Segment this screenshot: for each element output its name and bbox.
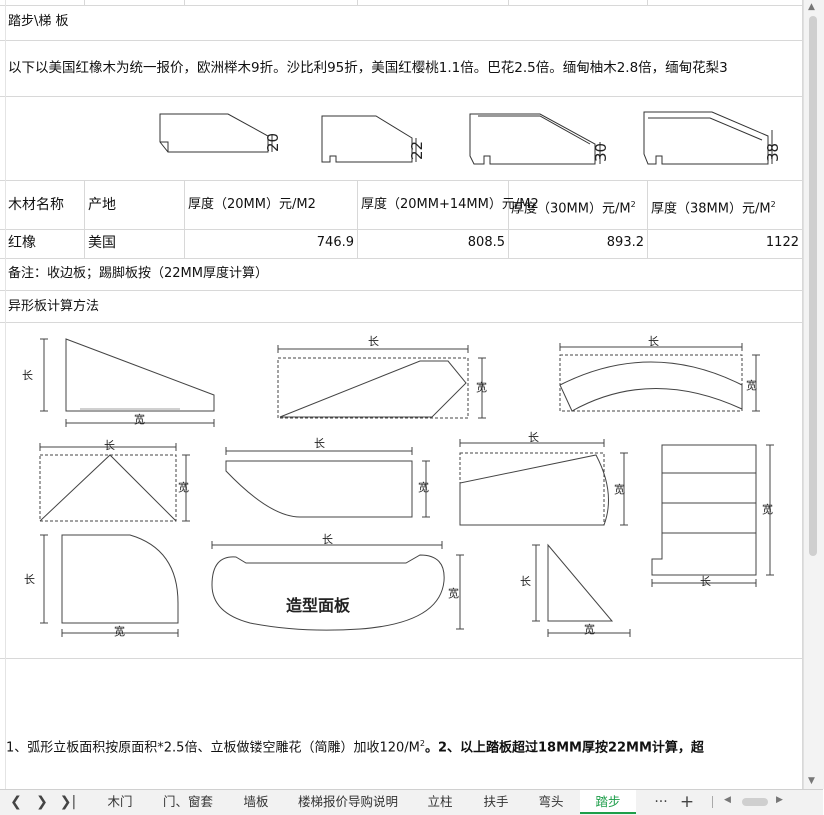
dim-width-9: 宽	[448, 586, 459, 600]
tab-elbow[interactable]: 弯头	[538, 794, 564, 809]
dim-length-8: 长	[24, 573, 35, 586]
dim-width-7: 宽	[762, 502, 773, 516]
dim-length-7: 长	[700, 575, 711, 588]
scrollbar-thumb[interactable]	[809, 16, 817, 556]
profile-size-22: 22	[408, 141, 426, 160]
first-sheet-icon[interactable]: ❮	[10, 794, 22, 810]
dim-length-1: 长	[22, 369, 33, 382]
dim-length-5: 长	[314, 437, 325, 450]
profile-size-20: 20	[264, 133, 282, 152]
h-scrollbar-thumb[interactable]	[742, 798, 768, 806]
last-sheet-icon[interactable]: ❯|	[59, 794, 77, 810]
dim-width-5: 宽	[418, 480, 429, 494]
profile-size-38: 38	[764, 143, 782, 162]
dim-width-3: 宽	[746, 378, 757, 392]
next-sheet-icon[interactable]: ❯	[36, 794, 48, 810]
header-thickness-20[interactable]: 厚度（20MM）元/M2	[188, 197, 316, 212]
dim-length-2: 长	[368, 335, 379, 348]
more-tabs-icon[interactable]: ···	[654, 794, 668, 810]
dim-length-3: 长	[648, 335, 659, 348]
board-profiles-drawing: 20 22 30 38	[159, 111, 782, 165]
dim-width-4: 宽	[178, 480, 189, 494]
shaped-panel-label: 造型面板	[286, 596, 351, 615]
sheet-title[interactable]: 踏步\梯 板	[8, 14, 69, 29]
scroll-right-icon[interactable]: ▶	[776, 795, 783, 805]
tab-door-window-frame[interactable]: 门、窗套	[162, 794, 213, 809]
cell-price-20-14[interactable]: 808.5	[467, 235, 505, 250]
cell-price-30[interactable]: 893.2	[606, 235, 644, 250]
dim-width-10: 宽	[584, 622, 595, 636]
dim-length-6: 长	[528, 431, 539, 444]
header-thickness-20-14[interactable]: 厚度（20MM+14MM）元/M2	[361, 197, 539, 212]
tab-wall-panel[interactable]: 墙板	[243, 794, 269, 809]
tabbar-divider	[712, 796, 713, 808]
cell-price-20[interactable]: 746.9	[316, 235, 354, 250]
profile-size-30: 30	[592, 143, 610, 162]
cell-origin[interactable]: 美国	[88, 235, 116, 251]
irregular-shapes-drawing: 长 宽 长 宽 长 宽 长 宽 长 宽 长 宽 长 宽 长 宽 长 宽 长 宽 …	[22, 335, 774, 638]
header-thickness-30[interactable]: 厚度（30MM）元/M2	[511, 200, 636, 217]
dim-length-10: 长	[520, 575, 531, 588]
pricing-note[interactable]: 以下以美国红橡木为统一报价，欧洲榉木9折。沙比利95折，美国红樱桃1.1倍。巴花…	[8, 60, 728, 76]
dim-length-4: 长	[104, 439, 115, 452]
cell-price-38[interactable]: 1122	[765, 235, 799, 250]
dim-width-8: 宽	[114, 624, 125, 638]
dim-length-9: 长	[322, 533, 333, 546]
header-origin[interactable]: 产地	[88, 197, 116, 213]
scroll-down-icon[interactable]: ▼	[808, 776, 815, 786]
header-thickness-38[interactable]: 厚度（38MM）元/M2	[651, 200, 776, 217]
footer-note[interactable]: 1、弧形立板面积按原面积*2.5倍、立板做镂空雕花（简雕）加收120/M2。2、…	[6, 739, 704, 756]
tab-post[interactable]: 立柱	[427, 794, 453, 809]
spreadsheet-grid[interactable]: 踏步\梯 板 以下以美国红橡木为统一报价，欧洲榉木9折。沙比利95折，美国红樱桃…	[0, 0, 803, 789]
tab-stair-guide[interactable]: 楼梯报价导购说明	[297, 794, 398, 809]
scroll-up-icon[interactable]: ▲	[808, 2, 815, 12]
sheet-tab-bar: ❮ ❯ ❯| 木门 门、窗套 墙板 楼梯报价导购说明 立柱 扶手 弯头 踏步 ·…	[0, 789, 823, 815]
add-sheet-icon[interactable]: +	[679, 792, 695, 812]
irregular-title[interactable]: 异形板计算方法	[8, 299, 100, 314]
horizontal-scrollbar[interactable]: ◀ ▶	[724, 795, 790, 809]
remark-cell[interactable]: 备注：收边板；踢脚板按（22MM厚度计算）	[8, 266, 268, 281]
tab-stair-tread[interactable]: 踏步	[580, 790, 636, 814]
dim-width-2: 宽	[476, 380, 487, 394]
tab-wood-door[interactable]: 木门	[107, 794, 133, 809]
vertical-scrollbar[interactable]: ▲ ▼	[803, 0, 824, 789]
header-material[interactable]: 木材名称	[8, 197, 64, 213]
dim-width-1: 宽	[134, 412, 145, 426]
cell-material[interactable]: 红橡	[8, 235, 36, 251]
scroll-left-icon[interactable]: ◀	[724, 795, 731, 805]
tab-handrail[interactable]: 扶手	[483, 794, 509, 809]
dim-width-6: 宽	[614, 482, 625, 496]
